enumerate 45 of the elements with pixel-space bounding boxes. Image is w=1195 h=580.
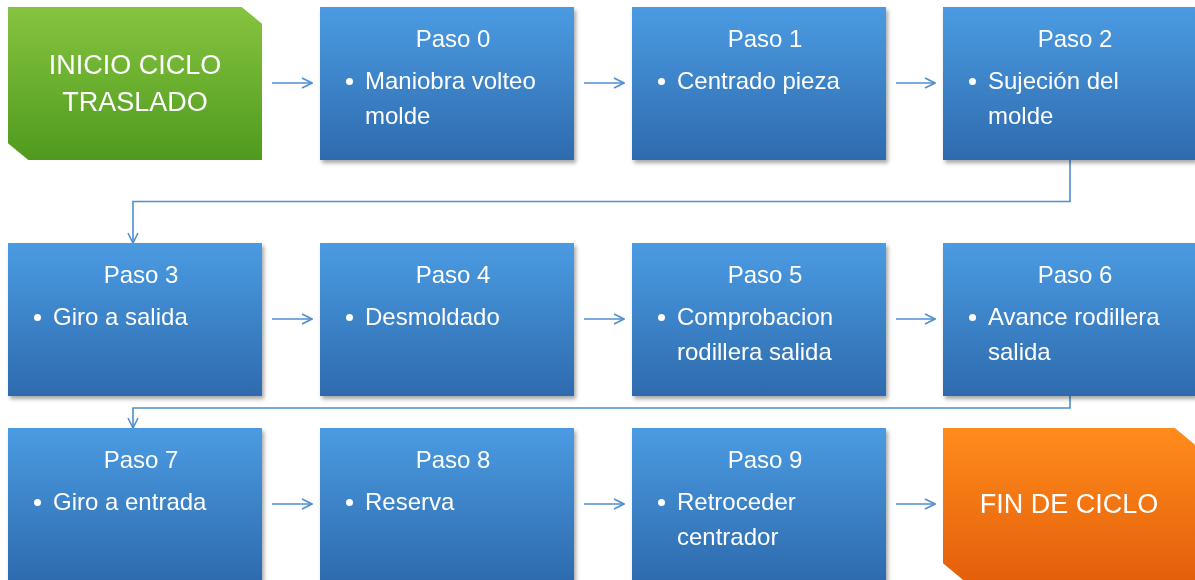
step-box (632, 428, 886, 580)
arrow (895, 498, 936, 510)
step-title: Paso 5 (726, 261, 804, 290)
step-description: Centrado pieza (677, 65, 840, 96)
step-description: Desmoldado (365, 301, 500, 332)
arrow (583, 77, 625, 89)
arrow (895, 77, 936, 89)
step-title: Paso 1 (726, 25, 804, 54)
step-title: Paso 6 (1036, 261, 1114, 290)
step-box (320, 243, 574, 396)
step-box (320, 428, 574, 580)
step-description: Retroceder centrador (677, 486, 797, 552)
step-box (632, 7, 886, 160)
step-title: Paso 8 (414, 446, 492, 475)
step-title: Paso 7 (102, 446, 180, 475)
step-box (8, 243, 262, 396)
step-title: Paso 0 (414, 25, 492, 54)
step-description: Reserva (365, 486, 455, 517)
arrow (583, 313, 625, 325)
step-box (943, 7, 1195, 160)
step-title: Paso 2 (1036, 25, 1114, 54)
step-box (632, 243, 886, 396)
step-description: Sujeción del molde (988, 65, 1120, 131)
terminal-label: FIN DE CICLO (979, 487, 1159, 521)
step-description: Avance rodillera salida (988, 301, 1161, 367)
step-title: Paso 4 (414, 261, 492, 290)
arrow (895, 313, 936, 325)
terminal-box (8, 7, 262, 160)
step-box (943, 243, 1195, 396)
step-description: Comprobacion rodillera salida (677, 301, 835, 367)
step-description: Giro a salida (53, 301, 188, 332)
arrow (583, 498, 625, 510)
arrow (127, 159, 1071, 244)
step-box (8, 428, 262, 580)
terminal-label: INICIO CICLO TRASLADO (47, 49, 223, 119)
arrow (271, 498, 313, 510)
step-description: Maniobra volteo molde (365, 65, 537, 131)
terminal-box (943, 428, 1195, 580)
step-title: Paso 3 (102, 261, 180, 290)
step-box (320, 7, 574, 160)
step-description: Giro a entrada (53, 486, 207, 517)
step-title: Paso 9 (726, 446, 804, 475)
arrow (271, 77, 313, 89)
arrow (127, 395, 1071, 429)
arrow (271, 313, 313, 325)
